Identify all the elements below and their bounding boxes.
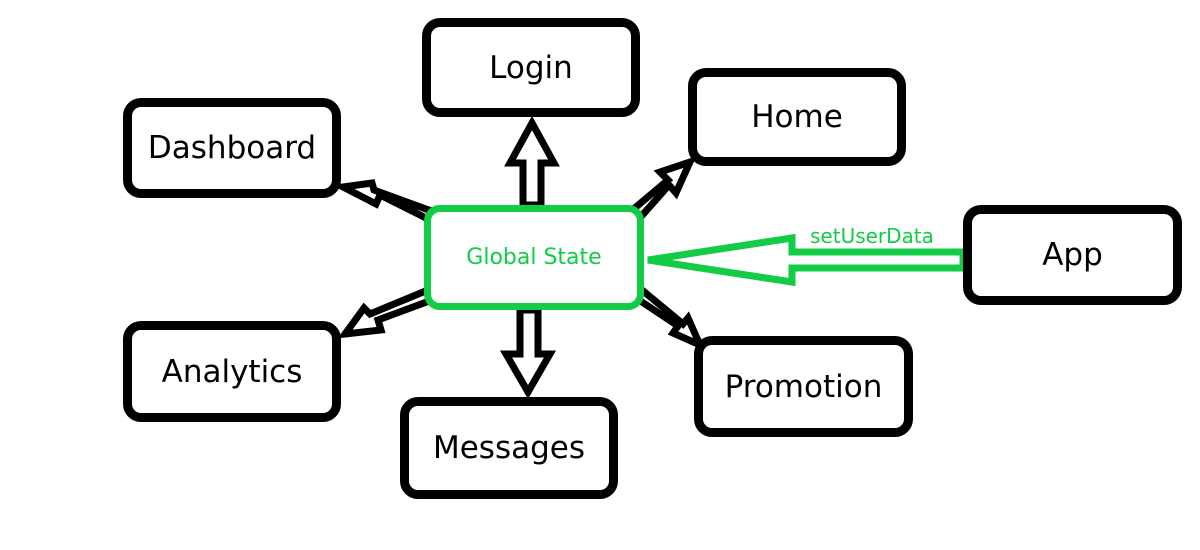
node-label: Home xyxy=(751,99,843,135)
edge-label-set-user-data: setUserData xyxy=(810,224,934,248)
node-global-state[interactable]: Global State xyxy=(424,205,644,310)
node-label: Messages xyxy=(432,430,586,466)
node-messages[interactable]: Messages xyxy=(400,397,618,499)
node-home[interactable]: Home xyxy=(688,68,906,166)
node-label: Global State xyxy=(466,245,602,270)
arrow-from-app xyxy=(647,233,967,287)
node-login[interactable]: Login xyxy=(422,18,640,117)
arrow-to-home xyxy=(624,156,697,226)
arrow-to-messages xyxy=(499,306,557,399)
node-promotion[interactable]: Promotion xyxy=(694,336,913,437)
arrow-to-promotion xyxy=(630,284,707,352)
node-label: Promotion xyxy=(724,368,883,405)
node-label: App xyxy=(1042,237,1103,273)
node-label: Analytics xyxy=(161,353,303,390)
node-dashboard[interactable]: Dashboard xyxy=(123,98,341,198)
arrow-to-analytics xyxy=(337,285,437,339)
arrow-to-dashboard xyxy=(331,179,439,225)
node-app[interactable]: App xyxy=(963,205,1182,305)
node-label: Dashboard xyxy=(147,130,317,166)
node-analytics[interactable]: Analytics xyxy=(123,321,341,422)
arrow-to-login xyxy=(504,115,560,209)
node-label: Login xyxy=(489,49,573,86)
